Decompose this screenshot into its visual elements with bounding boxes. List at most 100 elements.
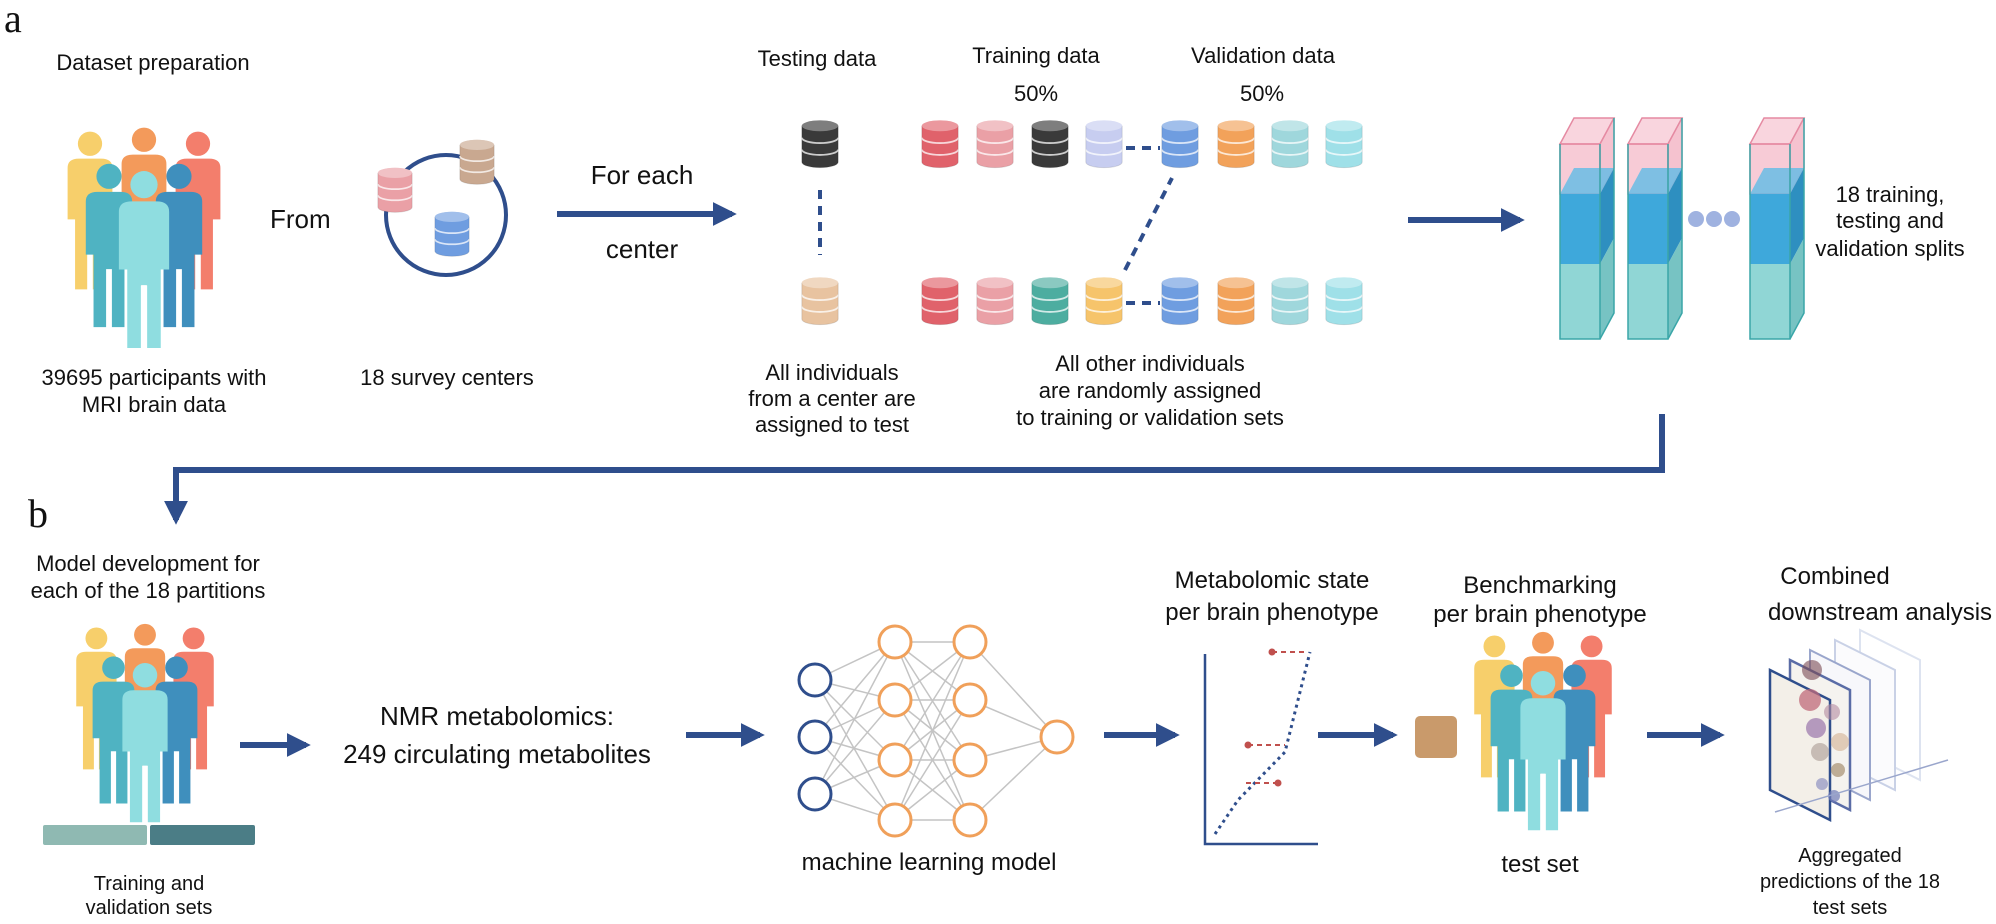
train-validation-bar [43,825,255,845]
people-group-icon [1474,632,1612,830]
aggregated-line2: predictions of the 18 [1760,871,1940,893]
survey-centers-label: 18 survey centers [360,365,534,390]
network-edge [814,679,896,761]
database-row-bottom [800,276,1364,326]
nmr-line2: 249 circulating metabolites [343,739,651,769]
other-caption-line3: to training or validation sets [1016,405,1284,430]
neural-network-icon [797,624,1075,838]
database-icon [975,276,1015,326]
network-node [1039,719,1075,755]
database-icon [1160,276,1200,326]
network-node [797,776,833,812]
database-icon [1084,276,1124,326]
for-each-label: For each [591,160,694,190]
ellipsis-dots [1688,211,1740,227]
network-edge [894,641,971,761]
benchmarking-line1: Benchmarking [1463,572,1616,599]
database-icon [1270,276,1310,326]
database-icon [800,276,840,326]
train-val-line2: validation sets [86,897,213,919]
metabolomic-line2: per brain phenotype [1165,599,1379,626]
training-data-header: Training data [972,43,1100,68]
network-node [877,682,913,718]
splits-label-line2: testing and [1836,208,1944,233]
panel-b-label: b [28,491,48,536]
network-edge [814,699,896,795]
panel-a-label: a [4,0,22,41]
panel-connector-arrow [164,414,1665,525]
network-edge [814,679,896,821]
split-columns [1559,117,1805,340]
network-node [877,624,913,660]
metabolomic-line1: Metabolomic state [1175,567,1370,594]
people-group-icon [76,624,214,822]
combined-line1: Combined [1780,563,1889,590]
training-bar [43,825,147,845]
participants-label-line2: MRI brain data [82,392,227,417]
nmr-line1: NMR metabolomics: [380,701,614,731]
database-icon [1216,119,1256,169]
other-caption-line1: All other individuals [1055,351,1245,376]
participants-label-line1: 39695 participants with [41,365,266,390]
ml-model-label: machine learning model [802,849,1057,876]
aggregated-line3: test sets [1813,897,1887,919]
splits-label-line1: 18 training, [1836,182,1945,207]
survey-centers-icon [376,138,508,277]
other-caption-line2: are randomly assigned [1039,378,1262,403]
database-icon [1324,276,1364,326]
database-icon [1160,119,1200,169]
network-edge [894,699,971,821]
network-edge [814,641,896,795]
stacked-plots-icon [1768,628,1949,823]
database-icon [1216,276,1256,326]
test-caption-line2: from a center are [748,386,916,411]
network-node [952,742,988,778]
network-edge [969,641,1058,738]
training-pct: 50% [1014,81,1058,106]
network-edge [814,736,896,821]
network-edge [814,641,896,738]
database-icon [800,119,840,169]
model-dev-line1: Model development for [36,551,260,576]
validation-pct: 50% [1240,81,1284,106]
test-caption-line3: assigned to test [755,412,909,437]
database-row-top [800,119,1364,169]
database-icon [920,119,960,169]
model-dev-line2: each of the 18 partitions [31,578,266,603]
test-center-square [1415,716,1457,758]
network-edge [894,641,971,821]
aggregated-line1: Aggregated [1798,845,1901,867]
benchmarking-line2: per brain phenotype [1433,601,1647,628]
network-node [952,682,988,718]
database-icon [1084,119,1124,169]
people-group-icon [68,128,221,348]
splits-label-line3: validation splits [1815,236,1964,261]
testing-data-header: Testing data [758,46,877,71]
validation-bar [150,825,255,845]
network-node [952,802,988,838]
database-icon [1324,119,1364,169]
database-icon [1270,119,1310,169]
database-icon [1030,276,1070,326]
database-icon [1030,119,1070,169]
combined-line2: downstream analysis [1768,599,1992,626]
network-node [877,802,913,838]
network-node [877,742,913,778]
test-set-label: test set [1501,851,1579,878]
center-label: center [606,234,679,264]
dataset-preparation-title: Dataset preparation [56,50,249,75]
train-val-line1: Training and [94,873,204,895]
database-icon [920,276,960,326]
scatter-plot-icon [1203,648,1318,846]
network-node [797,719,833,755]
from-label: From [270,204,331,234]
database-icon [975,119,1015,169]
validation-data-header: Validation data [1191,43,1336,68]
database-icon [376,166,414,214]
database-icon [458,138,496,186]
test-caption-line1: All individuals [765,360,898,385]
network-edge [969,736,1058,821]
network-node [797,662,833,698]
network-node [952,624,988,660]
